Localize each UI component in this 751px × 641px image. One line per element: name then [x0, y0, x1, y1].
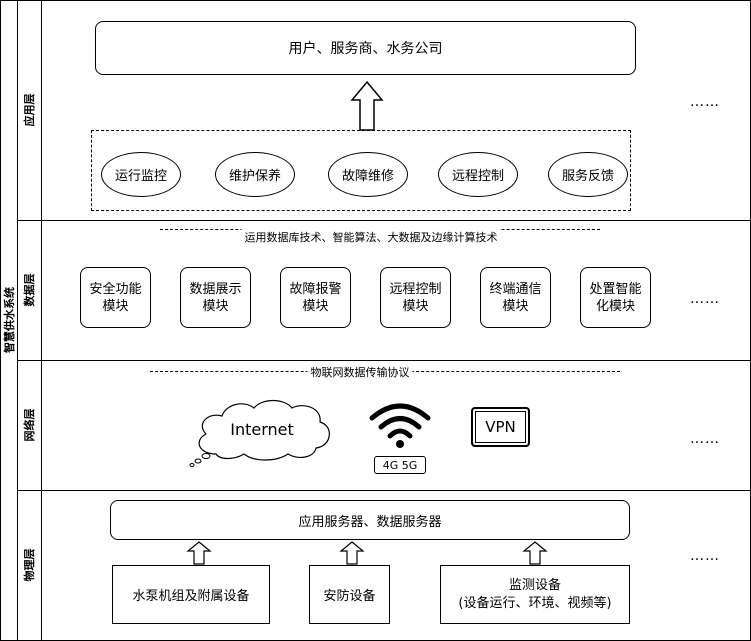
layer-divider-2 — [17, 360, 751, 361]
pump-unit-box: 水泵机组及附属设备 — [112, 565, 270, 624]
up-arrow-icon — [339, 541, 365, 565]
monitoring-device-box: 监测设备 (设备运行、环境、视频等) — [440, 565, 630, 624]
up-arrow-icon — [350, 80, 384, 131]
cloud-icon — [189, 399, 330, 467]
service-operation-monitoring: 运行监控 — [101, 152, 181, 197]
services-group — [91, 130, 631, 211]
network-layer-label: 网络层 — [23, 408, 36, 442]
module-fault-alarm: 故障报警 模块 — [280, 267, 351, 328]
security-device-box: 安防设备 — [309, 565, 390, 624]
up-arrow-icon — [186, 541, 212, 565]
internet-label: Internet — [230, 420, 294, 439]
module-terminal-comm: 终端通信 模块 — [480, 267, 551, 328]
wifi-icon — [369, 403, 431, 448]
servers-box: 应用服务器、数据服务器 — [110, 500, 630, 540]
system-column-divider — [17, 0, 18, 641]
data-more-ellipsis: …… — [690, 291, 720, 307]
layer-divider-3 — [17, 490, 751, 491]
app-more-ellipsis: …… — [690, 94, 720, 110]
service-feedback: 服务反馈 — [548, 152, 628, 197]
layer-column-divider — [41, 0, 42, 641]
protocol-label: 物联网数据传输协议 — [307, 364, 413, 380]
data-tech-label: 运用数据库技术、智能算法、大数据及边缘计算技术 — [241, 229, 501, 245]
module-smart-disposal: 处置智能 化模块 — [580, 267, 651, 328]
network-more-ellipsis: …… — [690, 431, 720, 447]
users-box: 用户、服务商、水务公司 — [95, 21, 636, 75]
layer-divider-1 — [17, 220, 751, 221]
module-data-display: 数据展示 模块 — [180, 267, 251, 328]
up-arrow-icon — [522, 541, 548, 565]
service-fault-repair: 故障维修 — [328, 152, 408, 197]
wifi-4g5g-label: 4G 5G — [374, 456, 426, 474]
system-title: 智慧供水系统 — [3, 287, 16, 353]
service-maintenance: 维护保养 — [215, 152, 295, 197]
data-layer-label: 数据层 — [23, 273, 36, 307]
application-layer-label: 应用层 — [23, 93, 36, 127]
vpn-icon: VPN — [471, 407, 530, 447]
module-remote-control: 远程控制 模块 — [380, 267, 451, 328]
module-safety: 安全功能 模块 — [80, 267, 151, 328]
physical-layer-label: 物理层 — [23, 548, 36, 582]
physical-more-ellipsis: …… — [690, 548, 720, 564]
service-remote-control: 远程控制 — [438, 152, 518, 197]
